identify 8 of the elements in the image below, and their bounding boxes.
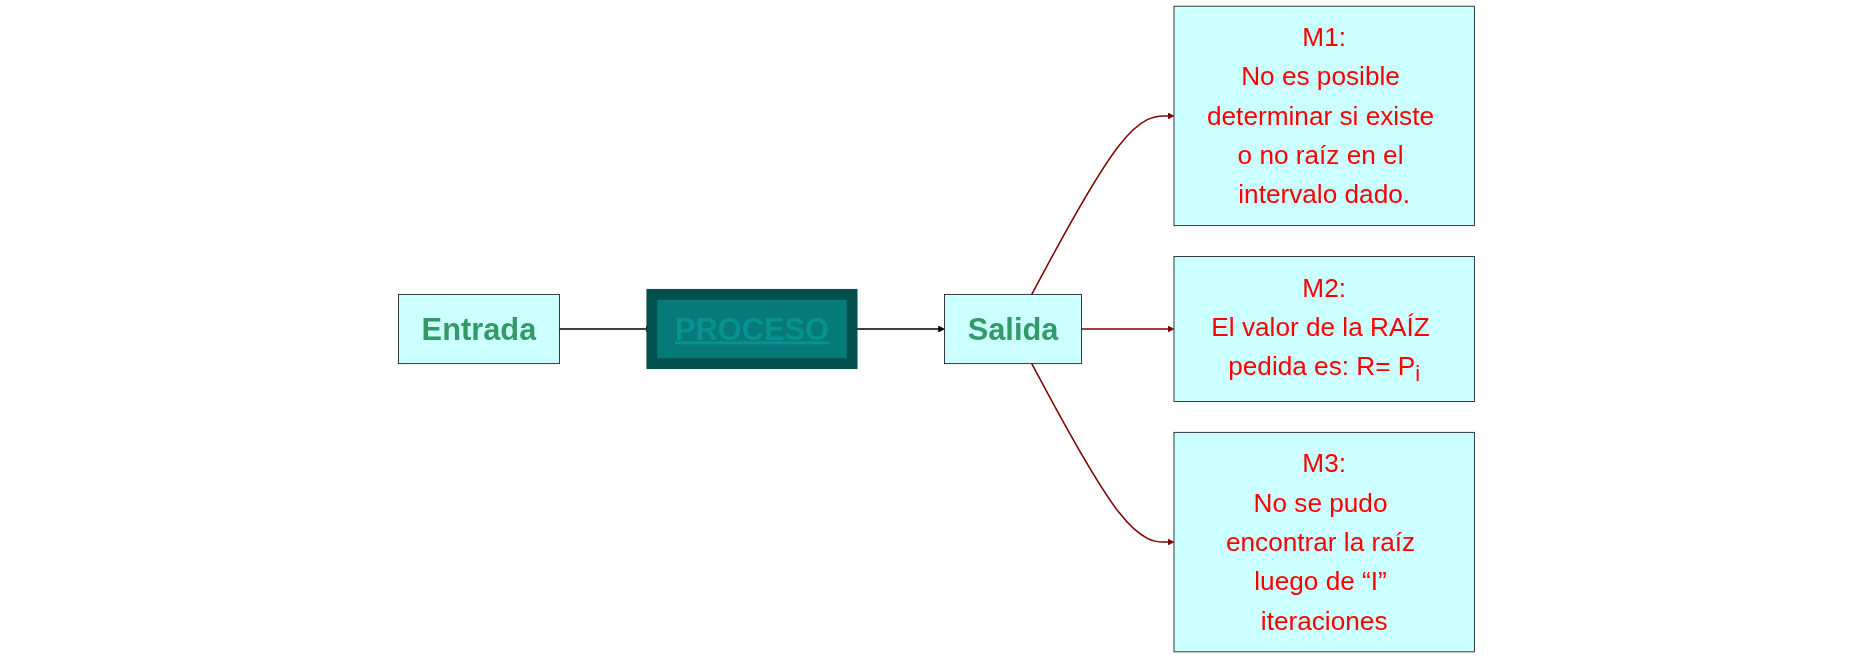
node-box: M3: No se pudo encontrar la raíz luego de “I” iteraciones bbox=[1173, 431, 1475, 653]
node-box: M2: El valor de la RAÍZ pedida es: R= P$_{i}$ bbox=[1173, 256, 1475, 402]
arrow bbox=[1030, 112, 1174, 296]
node-box: M1: No es posible determinar si existe o no raíz en el intervalo dado. bbox=[1173, 5, 1475, 227]
node-box: Salida bbox=[943, 293, 1082, 365]
arrow bbox=[1080, 325, 1174, 333]
arrow bbox=[1030, 362, 1174, 546]
node-box: Entrada bbox=[397, 293, 560, 365]
